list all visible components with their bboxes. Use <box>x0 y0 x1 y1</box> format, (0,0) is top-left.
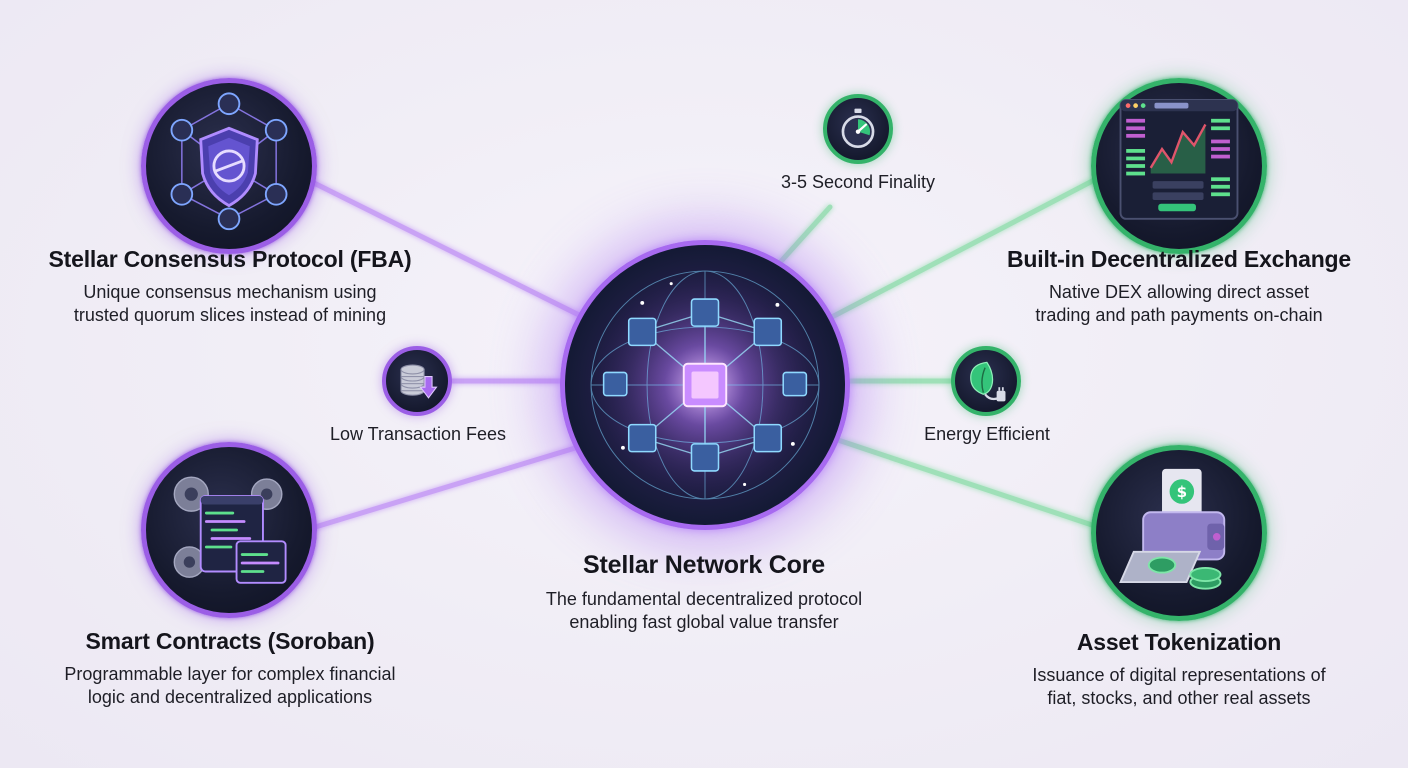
contracts-desc-line2: logic and decentralized applications <box>87 687 373 707</box>
consensus-desc-line1: Unique consensus mechanism using <box>83 282 377 302</box>
energy-label: Energy Efficient <box>924 424 1050 444</box>
core-node[interactable] <box>560 240 850 530</box>
consensus-desc-line2: trusted quorum slices instead of mining <box>73 305 387 325</box>
consensus-title: Stellar Consensus Protocol (FBA) <box>48 246 412 272</box>
finality-badge[interactable] <box>823 94 893 164</box>
tokenization-title: Asset Tokenization <box>1076 629 1282 655</box>
leaf-plug-icon <box>970 361 1006 402</box>
coin-stack-down-icon <box>400 364 438 399</box>
tokenization-node[interactable]: $ <box>1091 445 1267 621</box>
contracts-node[interactable] <box>141 442 317 618</box>
dex-node[interactable] <box>1091 78 1267 254</box>
contracts-desc-line1: Programmable layer for complex financial <box>64 664 396 684</box>
tokenization-desc-line1: Issuance of digital representations of <box>1032 665 1326 685</box>
link-tokenization <box>835 437 1095 528</box>
finality-label: 3-5 Second Finality <box>780 172 936 192</box>
consensus-node[interactable] <box>141 78 317 254</box>
shield-network-icon <box>170 92 288 231</box>
fees-badge[interactable] <box>382 346 452 416</box>
svg-text:$: $ <box>1177 483 1188 501</box>
stopwatch-icon <box>841 108 875 149</box>
dex-desc-line2: trading and path payments on-chain <box>1035 305 1323 325</box>
network-globe-icon <box>589 269 821 501</box>
token-minting-icon: $ <box>1119 468 1226 590</box>
fees-label: Low Transaction Fees <box>329 424 507 444</box>
dex-title: Built-in Decentralized Exchange <box>1007 246 1351 272</box>
tokenization-desc-line2: fiat, stocks, and other real assets <box>1047 688 1311 708</box>
core-desc-line2: enabling fast global value transfer <box>569 612 839 632</box>
link-contracts <box>309 442 588 531</box>
link-dex <box>827 174 1103 321</box>
link-consensus <box>309 179 588 321</box>
trading-dashboard-icon <box>1119 99 1239 220</box>
contracts-title: Smart Contracts (Soroban) <box>85 628 375 654</box>
energy-badge[interactable] <box>951 346 1021 416</box>
core-desc-line1: The fundamental decentralized protocol <box>545 589 863 609</box>
dex-desc-line1: Native DEX allowing direct asset <box>1048 282 1310 302</box>
code-gears-icon <box>173 476 287 584</box>
link-finality <box>772 204 833 271</box>
core-title: Stellar Network Core <box>583 551 825 579</box>
